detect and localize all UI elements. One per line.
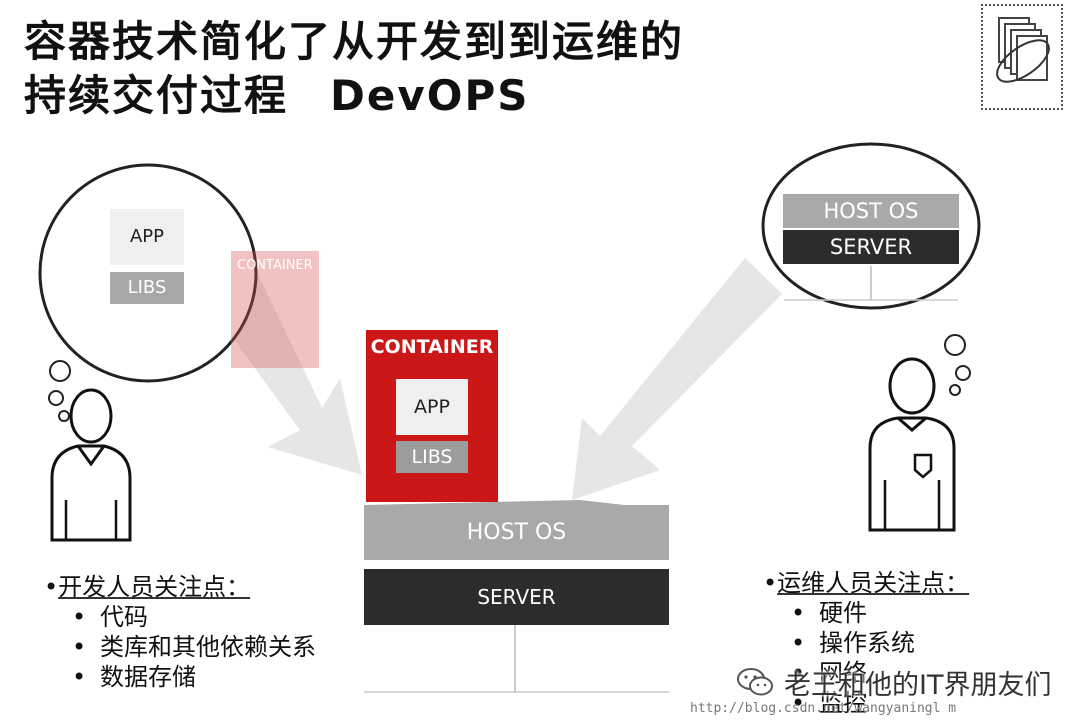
stacked-boxes-icon bbox=[996, 17, 1050, 83]
right-arrow bbox=[572, 258, 782, 500]
container-libs-block: LIBS bbox=[396, 441, 468, 473]
ops-host-os-block: HOST OS bbox=[783, 194, 959, 228]
developer-person-icon bbox=[50, 388, 132, 542]
developer-concerns-heading: •开发人员关注点： bbox=[44, 573, 251, 601]
list-item: 代码 bbox=[72, 602, 344, 632]
watermark-text: 老王和他的IT界朋友们 bbox=[784, 670, 1052, 701]
page-title-line-2-cn: 持续交付过程 bbox=[24, 71, 289, 120]
developer-app-block: APP bbox=[110, 209, 184, 265]
ops-server-block: SERVER bbox=[783, 230, 959, 264]
ops-thought-dot-medium bbox=[955, 365, 971, 381]
page-title-line-2: 持续交付过程 DevOPS bbox=[24, 62, 529, 123]
developer-thought-dot-small bbox=[58, 410, 70, 422]
list-item: 类库和其他依赖关系 bbox=[72, 632, 344, 662]
container-label: CONTAINER bbox=[370, 336, 494, 358]
ops-concerns-list: •运维人员关注点： 硬件 操作系统 网络 监控 bbox=[763, 568, 1023, 718]
page-title-devops: DevOPS bbox=[330, 71, 530, 120]
wechat-icon bbox=[737, 668, 773, 696]
list-item: 网络 bbox=[791, 658, 1023, 688]
blog-url-watermark: http://blog.csdn.net/wangyaningl m bbox=[690, 701, 957, 716]
center-server-block: SERVER bbox=[364, 569, 669, 625]
faded-container-block: CONTAINER bbox=[231, 251, 319, 368]
list-item: 数据存储 bbox=[72, 662, 344, 692]
list-item: 硬件 bbox=[791, 598, 1023, 628]
list-item: 操作系统 bbox=[791, 628, 1023, 658]
developer-thought-dot-large bbox=[49, 360, 71, 382]
developer-libs-block: LIBS bbox=[110, 272, 184, 304]
container-app-block: APP bbox=[396, 379, 468, 435]
page-title-line-1: 容器技术简化了从开发到到运维的 bbox=[24, 17, 685, 66]
ops-thought-dot-small bbox=[949, 384, 961, 396]
developer-concerns-list: •开发人员关注点： 代码 类库和其他依赖关系 数据存储 bbox=[44, 572, 344, 692]
developer-thought-dot-medium bbox=[48, 390, 64, 406]
ops-person-icon bbox=[868, 357, 956, 532]
ops-concerns-heading: •运维人员关注点： bbox=[763, 569, 970, 597]
ops-thought-dot-large bbox=[944, 334, 966, 356]
list-item: 监控 bbox=[791, 688, 1023, 718]
container-logo-icon bbox=[981, 4, 1063, 110]
center-host-os-block: HOST OS bbox=[364, 505, 669, 560]
